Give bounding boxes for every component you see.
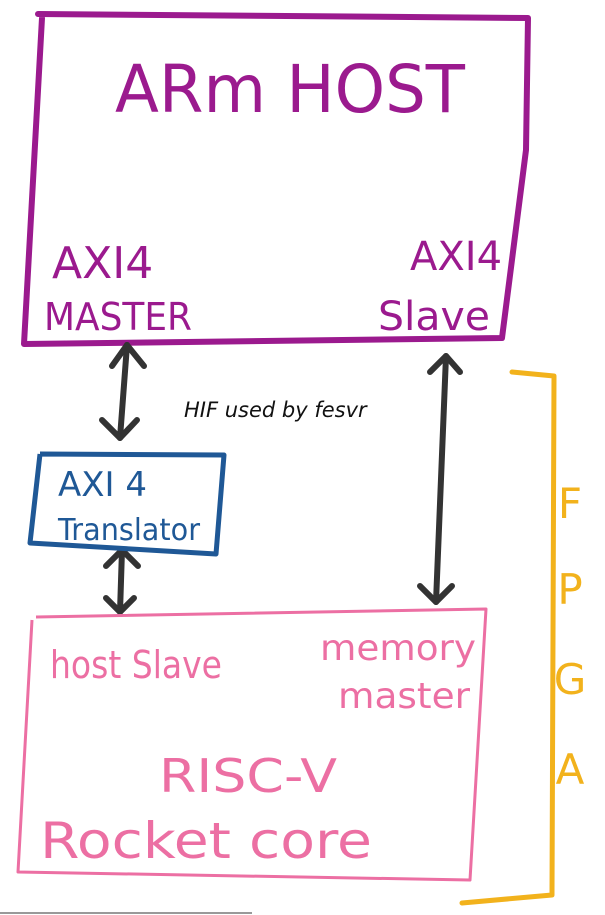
rocket-core-label: Rocket core (40, 812, 372, 870)
translator-to-host-slave-arrow (103, 547, 141, 615)
translator-box (27, 451, 227, 557)
fpga-letter-p: P (557, 565, 582, 614)
memory-master-label-line2: master (338, 676, 470, 717)
host-slave-label: host Slave (50, 643, 222, 687)
slave-to-memory-arrow (417, 353, 463, 605)
hif-label: HIF used by fesvr (184, 398, 368, 422)
fpga-letter-g: G (554, 655, 587, 704)
rocket-core-block: host Slave memory master RISC-V Rocket c… (16, 607, 488, 882)
rocket-core-box (16, 607, 488, 882)
axi4-slave-label-line1: AXI4 (410, 234, 502, 280)
arm-host-block: ARm HOST AXI4 MASTER AXI4 Slave (21, 11, 531, 347)
translator-block: AXI 4 Translator (27, 451, 227, 557)
fpga-letter-a: A (556, 745, 585, 794)
translator-label-line1: AXI 4 (58, 465, 147, 505)
arm-host-box (21, 11, 531, 347)
memory-master-label-line1: memory (320, 628, 476, 669)
axi4-master-label-line2: MASTER (44, 295, 192, 339)
arm-host-title: ARm HOST (115, 51, 466, 128)
translator-label-line2: Translator (57, 513, 201, 548)
axi4-slave-label-line2: Slave (378, 294, 490, 340)
master-to-translator-arrow (99, 342, 147, 441)
risc-v-label: RISC-V (159, 749, 338, 803)
fpga-letter-f: F (558, 479, 582, 528)
fpga-bracket-group: F P G A (459, 369, 587, 906)
arrows (99, 342, 463, 615)
fpga-bracket (459, 369, 557, 906)
axi4-master-label-line1: AXI4 (52, 238, 153, 289)
